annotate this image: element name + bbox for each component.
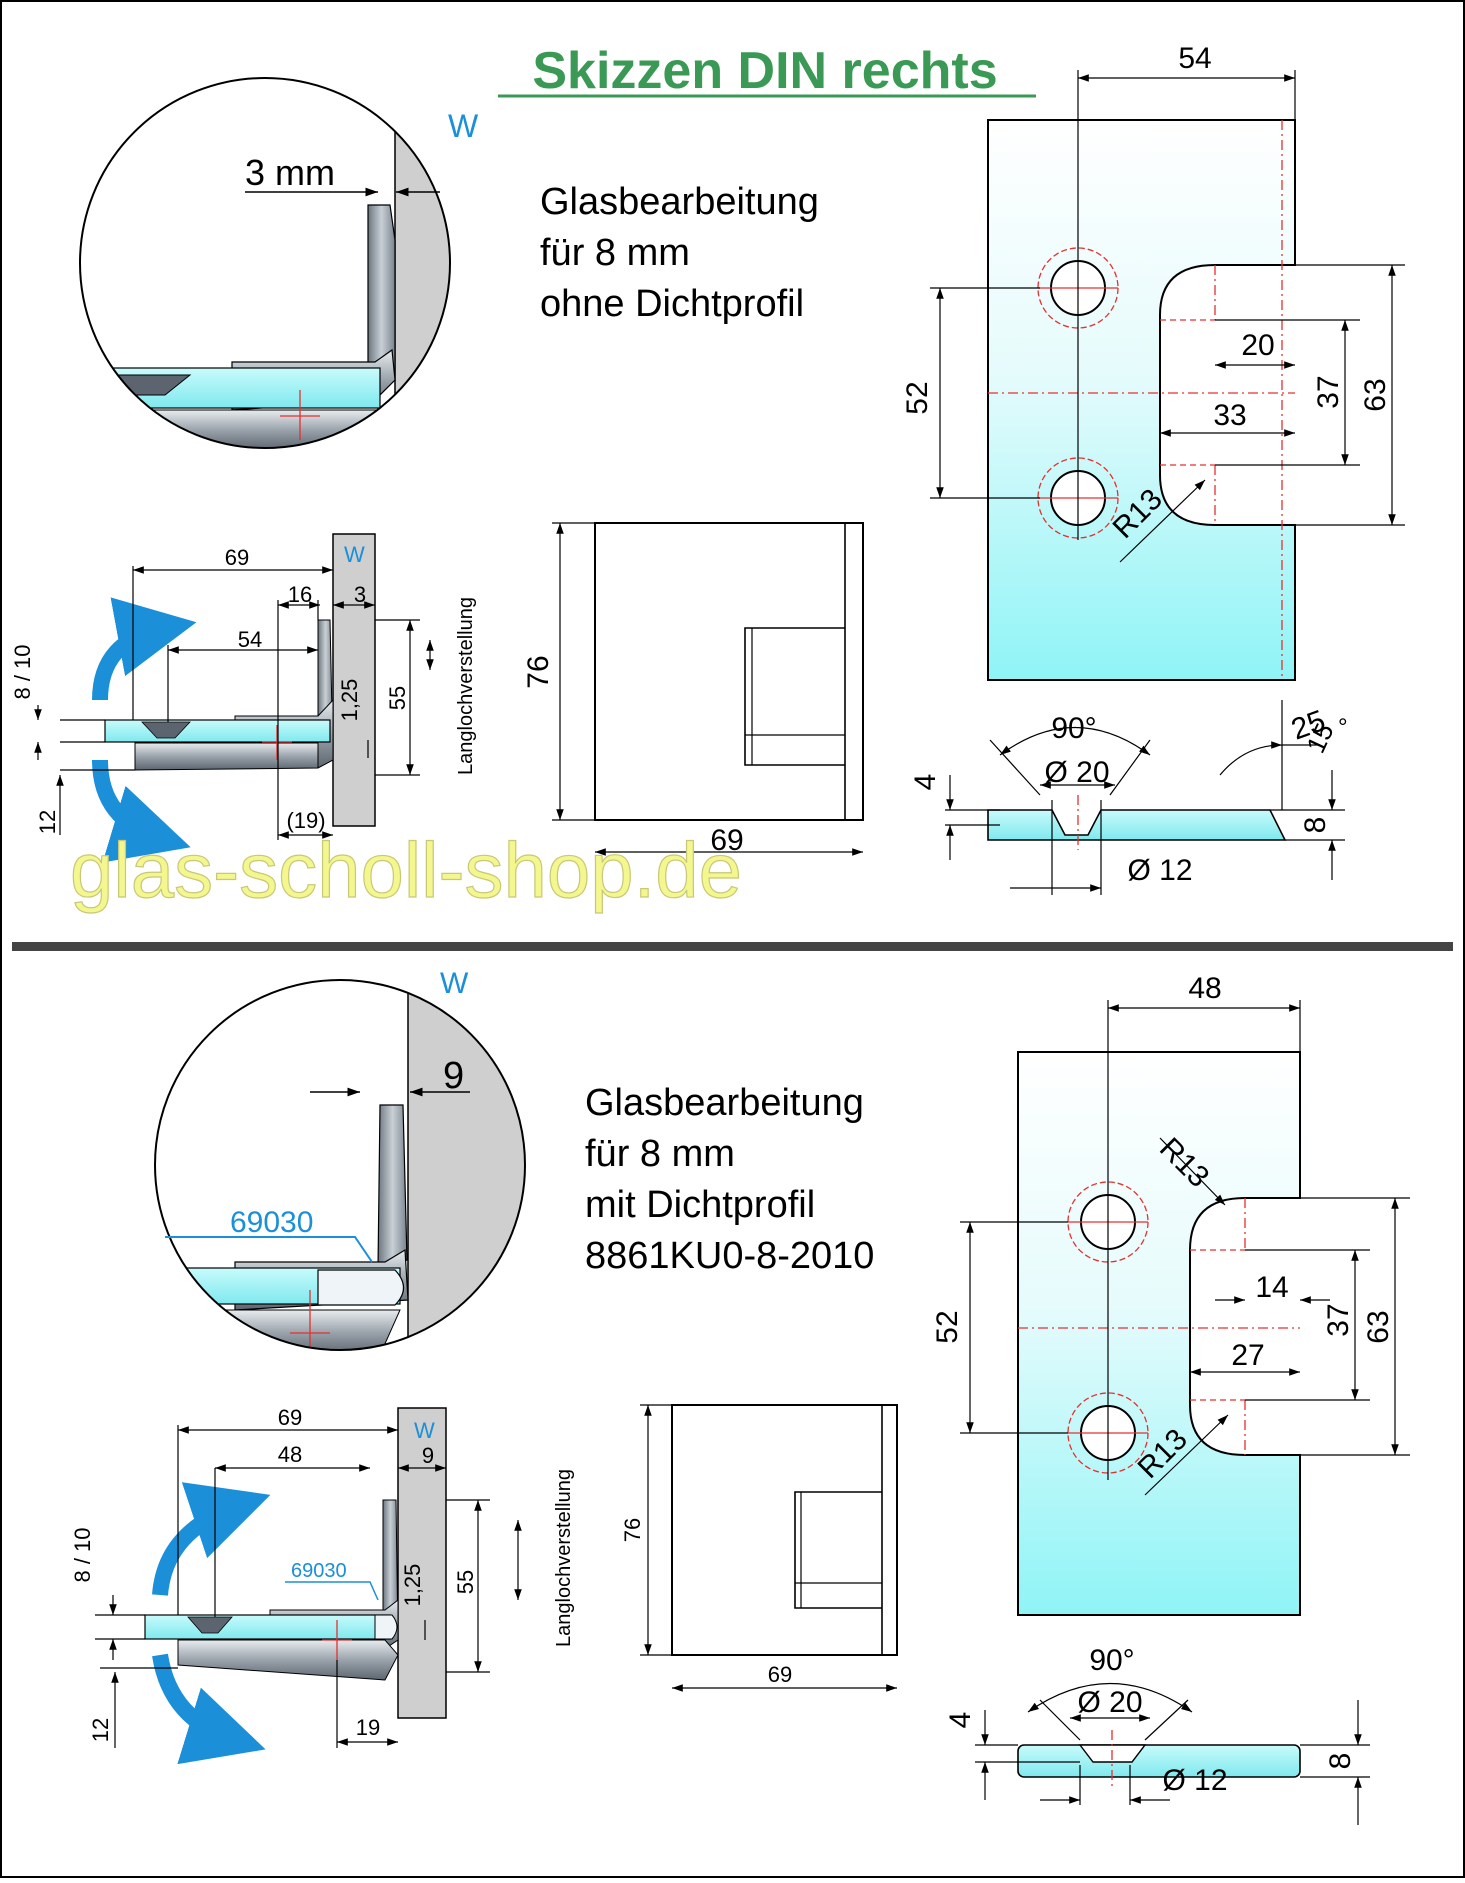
- top-side-dim-16: 16: [288, 582, 312, 607]
- bottom-glass-dim-52: 52: [931, 1310, 964, 1343]
- top-side-dim-55: 55: [385, 686, 410, 710]
- bottom-caption-line-4: 8861KU0-8-2010: [585, 1235, 874, 1277]
- bottom-profile-code: 69030: [230, 1206, 313, 1239]
- top-front-width: 69: [710, 824, 743, 857]
- bottom-side-dim-1-25: 1,25: [400, 1564, 425, 1607]
- bottom-detail-circle: [154, 979, 526, 1351]
- bottom-glass-dim-8: 8: [1324, 1753, 1357, 1770]
- top-glass-dim-8: 8: [1299, 817, 1332, 834]
- top-caption-line-2: für 8 mm: [540, 232, 690, 274]
- top-side-dim-1-25: 1,25: [337, 679, 362, 722]
- top-side-wall-label: W: [344, 542, 365, 567]
- bottom-glass-bore-bottom: Ø 12: [1162, 1764, 1227, 1797]
- bottom-side-dim-55: 55: [453, 1570, 478, 1594]
- top-caption-line-1: Glasbearbeitung: [540, 181, 819, 223]
- bottom-side-profile-code: 69030: [291, 1560, 347, 1582]
- bottom-side-wall-label: W: [414, 1418, 435, 1443]
- bottom-front-view: 76 69: [620, 1404, 898, 1692]
- top-side-dim-8-10: 8 / 10: [10, 644, 35, 699]
- bottom-profile-leader: [165, 1236, 373, 1263]
- top-side-dim-12: 12: [35, 810, 60, 834]
- top-glass-dim-4: 4: [909, 774, 942, 791]
- bottom-caption-line-2: für 8 mm: [585, 1133, 735, 1175]
- bottom-wall-label: W: [440, 967, 469, 1000]
- top-side-dim-54: 54: [238, 627, 262, 652]
- top-side-slot-label: Langlochverstellung: [455, 597, 477, 775]
- top-glass-angle: 90°: [1051, 712, 1096, 745]
- top-glass-dim-63: 63: [1359, 378, 1392, 411]
- bottom-side-dim-19: 19: [356, 1715, 380, 1740]
- page-title: Skizzen DIN rechts: [532, 42, 997, 100]
- top-glass-bore-top: Ø 20: [1044, 756, 1109, 789]
- bottom-glass-dim-4: 4: [944, 1712, 977, 1729]
- bottom-glass-angle: 90°: [1089, 1644, 1134, 1677]
- top-detail-circle: [79, 77, 451, 449]
- top-glass-profile: 90° Ø 20 Ø 12 4 8 25 15 °: [909, 700, 1348, 895]
- bottom-glass-dim-48: 48: [1188, 972, 1221, 1005]
- bottom-side-dim-8-10: 8 / 10: [70, 1527, 95, 1582]
- bottom-gap-label: 9: [443, 1055, 464, 1097]
- section-separator: [12, 942, 1453, 951]
- top-glass-bevel-degree: °: [1338, 714, 1348, 741]
- bottom-side-slot-label: Langlochverstellung: [553, 1469, 575, 1647]
- bottom-front-width: 69: [768, 1662, 792, 1687]
- top-wall-label: W: [448, 108, 479, 144]
- bottom-caption-line-3: mit Dichtprofil: [585, 1184, 815, 1226]
- bottom-glass-cutout-drawing: [1017, 1000, 1301, 1616]
- bottom-side-dim-69: 69: [278, 1405, 302, 1430]
- bottom-side-dim-12: 12: [88, 1718, 113, 1742]
- bottom-glass-profile: 90° Ø 20 Ø 12 4 8: [944, 1644, 1370, 1825]
- top-glass-dim-54: 54: [1178, 42, 1211, 75]
- bottom-caption: Glasbearbeitung für 8 mm mit Dichtprofil…: [585, 1082, 874, 1277]
- top-glass-dim-52: 52: [901, 381, 934, 414]
- top-side-dim-69: 69: [225, 545, 249, 570]
- top-glass-dim-20: 20: [1241, 329, 1274, 362]
- top-front-view: 76 69: [522, 522, 864, 857]
- top-glass-dim-37: 37: [1312, 375, 1345, 408]
- bottom-glass-bore-top: Ø 20: [1077, 1686, 1142, 1719]
- top-caption-line-3: ohne Dichtprofil: [540, 283, 804, 325]
- bottom-glass-dim-27: 27: [1231, 1339, 1264, 1372]
- top-gap-label: 3 mm: [245, 152, 335, 193]
- bottom-front-height: 76: [620, 1518, 645, 1542]
- top-caption: Glasbearbeitung für 8 mm ohne Dichtprofi…: [540, 181, 819, 325]
- top-glass-bore-bottom: Ø 12: [1127, 854, 1192, 887]
- bottom-caption-line-1: Glasbearbeitung: [585, 1082, 864, 1124]
- bottom-side-dim-9: 9: [422, 1443, 434, 1468]
- top-side-view: W 69 16 3 54 8 / 10 12 1,25: [10, 533, 477, 863]
- bottom-side-dim-48: 48: [278, 1442, 302, 1467]
- bottom-side-view: W 69030 69 48 9 8 / 10 12 1,25 55: [70, 1405, 575, 1765]
- top-front-height: 76: [522, 655, 555, 688]
- bottom-glass-dim-14: 14: [1255, 1271, 1288, 1304]
- top-glass-dim-33: 33: [1213, 399, 1246, 432]
- top-glass-cutout-drawing: [987, 70, 1296, 681]
- bottom-glass-dim-63: 63: [1362, 1310, 1395, 1343]
- top-side-dim-19: (19): [286, 808, 325, 833]
- bottom-glass-dim-37: 37: [1322, 1303, 1355, 1336]
- watermark: glas-scholl-shop.de: [70, 826, 742, 914]
- top-side-dim-3: 3: [354, 582, 366, 607]
